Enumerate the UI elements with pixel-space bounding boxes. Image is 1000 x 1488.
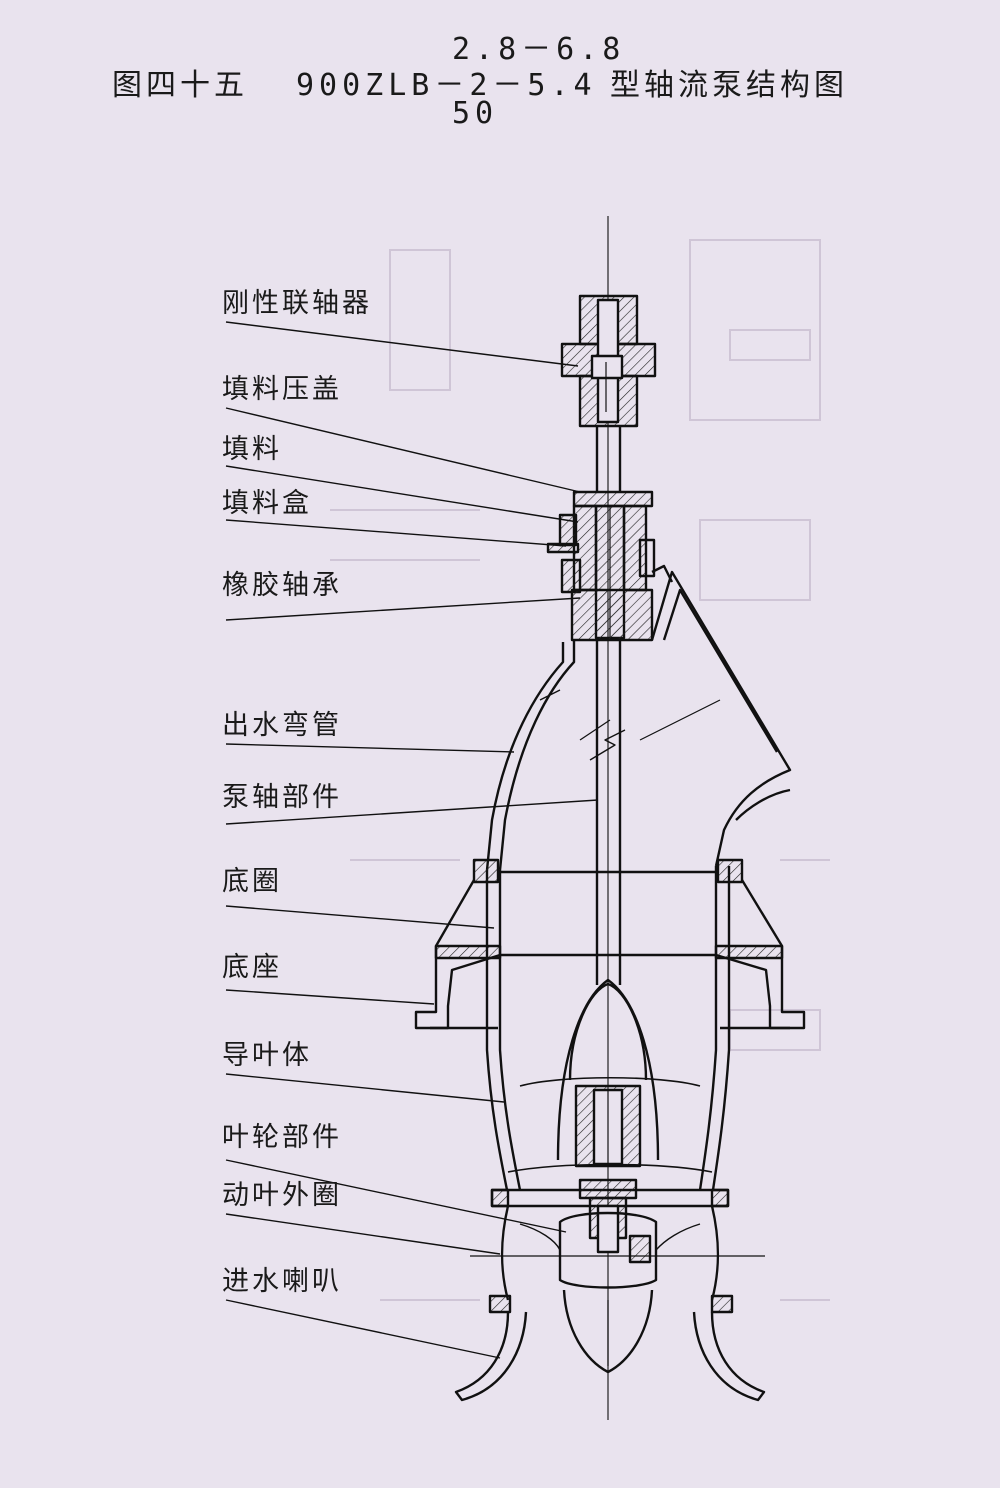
label-blade-outer-ring: 动叶外圈 bbox=[222, 1180, 342, 1211]
title-model: 900ZLB－2－5.4 bbox=[296, 68, 597, 103]
leader-rubber-bearing bbox=[225, 597, 581, 621]
title-suffix: 型轴流泵结构图 bbox=[610, 68, 848, 103]
label-bottom-ring: 底圈 bbox=[222, 866, 282, 897]
label-gland: 填料压盖 bbox=[222, 374, 342, 405]
title-prefix: 图四十五 bbox=[112, 68, 248, 103]
upper-shaft bbox=[595, 426, 622, 492]
rigid-coupling-part bbox=[560, 294, 657, 428]
leader-impeller-assembly bbox=[225, 1159, 567, 1233]
lower-shaft bbox=[595, 640, 622, 985]
diagram-title: 图四十五 2.8－6.8 900ZLB－2－5.4 50 型轴流泵结构图 bbox=[0, 0, 1000, 140]
pump-drawing bbox=[414, 294, 806, 1402]
leader-bottom-ring bbox=[225, 905, 495, 929]
label-inlet-bell: 进水喇叭 bbox=[222, 1266, 342, 1297]
leader-gland bbox=[225, 407, 581, 493]
label-impeller-assembly: 叶轮部件 bbox=[222, 1122, 342, 1153]
title-model-bottom: 50 bbox=[452, 96, 499, 131]
leader-base bbox=[225, 989, 435, 1005]
leader-packing bbox=[225, 465, 579, 523]
label-outlet-elbow: 出水弯管 bbox=[222, 710, 342, 741]
leader-rigid-coupling bbox=[225, 321, 579, 367]
label-rigid-coupling: 刚性联轴器 bbox=[222, 288, 372, 319]
leader-guide-vane-body bbox=[225, 1073, 505, 1103]
label-packing: 填料 bbox=[222, 434, 282, 465]
label-shaft-assembly: 泵轴部件 bbox=[222, 782, 342, 813]
label-stuffing-box: 填料盒 bbox=[222, 488, 312, 519]
leader-lines bbox=[225, 321, 599, 1359]
title-model-top: 2.8－6.8 bbox=[452, 32, 626, 67]
impeller-part bbox=[470, 1178, 765, 1301]
leader-shaft-assembly bbox=[225, 799, 599, 825]
inlet-bell-part bbox=[454, 1289, 766, 1402]
leader-stuffing-box bbox=[225, 519, 567, 547]
outlet-elbow-part bbox=[485, 570, 792, 871]
label-guide-vane-body: 导叶体 bbox=[222, 1040, 312, 1071]
leader-inlet-bell bbox=[225, 1299, 501, 1359]
base-part bbox=[414, 879, 806, 1030]
leader-blade-outer-ring bbox=[225, 1213, 501, 1255]
part-labels: 刚性联轴器 填料压盖 填料 填料盒 橡胶轴承 出水弯管 泵轴部件 底圈 底座 导… bbox=[222, 288, 372, 1297]
stuffing-box-assembly bbox=[546, 490, 674, 642]
guide-vane-body-part bbox=[485, 866, 731, 1191]
leader-outlet-elbow bbox=[225, 743, 515, 753]
label-base: 底座 bbox=[222, 952, 282, 983]
label-rubber-bearing: 橡胶轴承 bbox=[222, 570, 342, 601]
impeller-hub bbox=[556, 978, 660, 1168]
